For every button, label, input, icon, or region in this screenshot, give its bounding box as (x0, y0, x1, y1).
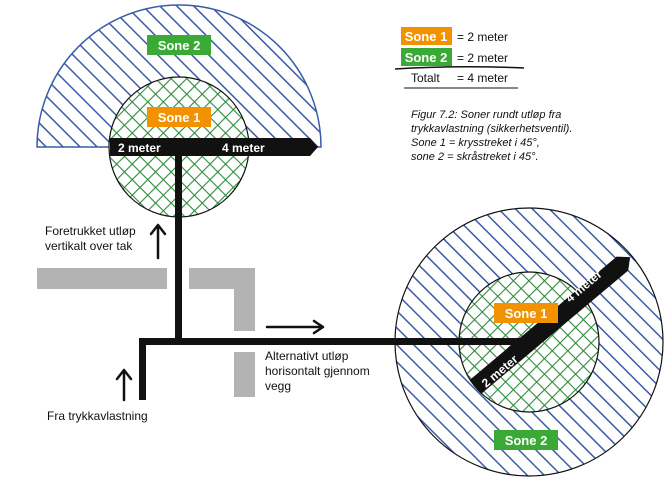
top-radius2-label: 4 meter (222, 141, 265, 155)
legend-zone2-badge (401, 48, 452, 66)
caption-line3: Sone 1 = krysstreket i 45°, (411, 137, 540, 149)
flow-arrows (115, 223, 325, 402)
legend-zone1-value: = 2 meter (457, 30, 508, 44)
right-zone1-label: Sone 1 (505, 306, 548, 321)
top-zone2-label: Sone 2 (158, 38, 201, 53)
horizontal-outlet-label-line2: horisontalt gjennom (265, 364, 370, 378)
legend-zone2-value: = 2 meter (457, 51, 508, 65)
right-zone2-label: Sone 2 (505, 433, 548, 448)
right-radius-bar (469, 256, 631, 394)
legend: Sone 1 = 2 meter Sone 2 = 2 meter Totalt… (394, 27, 525, 89)
top-radius-bar (110, 138, 318, 156)
roof-left (37, 268, 167, 289)
source-label: Fra trykkavlastning (47, 409, 148, 423)
legend-zone1-label: Sone 1 (405, 29, 448, 44)
caption-line1: Figur 7.2: Soner rundt utløp fra (411, 109, 561, 121)
top-zone1-label: Sone 1 (158, 110, 201, 125)
legend-zone2-label: Sone 2 (405, 50, 448, 65)
wall-lower (234, 352, 255, 397)
figure-caption: Figur 7.2: Soner rundt utløp fra trykkav… (411, 109, 572, 163)
vertical-outlet-label-line1: Foretrukket utløp (45, 224, 136, 238)
right-zone1-badge (494, 303, 558, 323)
vertical-outlet-label-line2: vertikalt over tak (45, 239, 133, 253)
inlet-pipe (139, 338, 146, 400)
horizontal-outlet-arrow-icon (265, 319, 325, 335)
legend-total-label: Totalt (411, 71, 440, 85)
horizontal-pipe (139, 338, 533, 345)
pipe-system (139, 147, 533, 400)
top-zone2-badge (147, 35, 211, 55)
vertical-outlet-pipe (175, 147, 182, 345)
caption-line4: sone 2 = skråstreket i 45°. (411, 151, 539, 163)
wall-shapes (37, 268, 255, 397)
legend-sum-line (394, 65, 525, 70)
annotations: Foretrukket utløp vertikalt over tak Alt… (45, 224, 370, 423)
top-zone1-badge (147, 107, 211, 127)
right-zone2-badge (494, 430, 558, 450)
wall-upper (234, 268, 255, 331)
legend-total-value: = 4 meter (457, 71, 508, 85)
top-radius1-label: 2 meter (118, 141, 161, 155)
legend-zone1-badge (401, 27, 452, 45)
caption-line2: trykkavlastning (sikkerhetsventil). (411, 123, 572, 135)
source-arrow-icon (115, 368, 133, 402)
top-zone2-area (36, 4, 322, 148)
vertical-outlet-arrow-icon (149, 223, 167, 260)
horizontal-outlet-label-line3: vegg (265, 379, 291, 393)
horizontal-outlet-label-line1: Alternativt utløp (265, 349, 349, 363)
